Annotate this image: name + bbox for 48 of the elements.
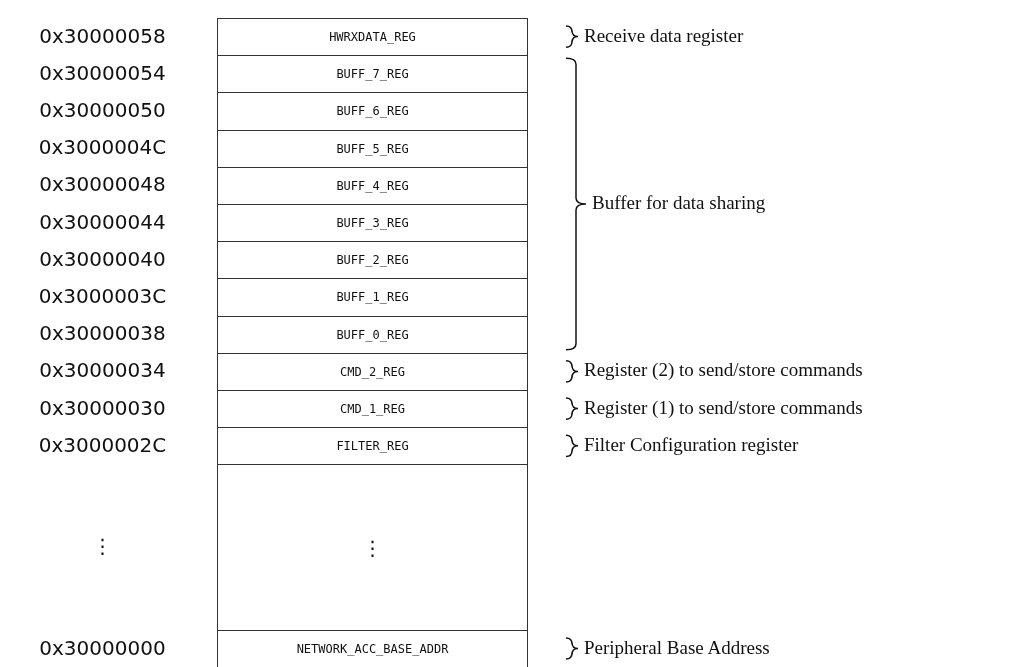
register-name: HWRXDATA_REG: [329, 30, 416, 45]
address-label: 0x30000000: [38, 635, 167, 660]
register-name: FILTER_REG: [336, 439, 409, 454]
register-cell: [217, 55, 528, 94]
register-cell: [217, 427, 528, 466]
description-label: Receive data register: [584, 24, 744, 47]
register-cell: [217, 18, 528, 57]
ellipsis: ⋮: [91, 534, 114, 559]
register-cell: [217, 204, 528, 243]
register-name: BUFF_5_REG: [336, 141, 409, 156]
address-label: 0x30000058: [38, 23, 167, 48]
address-label: 0x30000054: [38, 60, 167, 85]
address-label: 0x30000044: [38, 209, 167, 234]
register-name: BUFF_1_REG: [336, 290, 409, 305]
address-label: 0x30000048: [38, 172, 167, 197]
address-label: 0x30000034: [38, 358, 167, 383]
address-label: 0x3000004C: [37, 135, 168, 160]
register-name: CMD_1_REG: [340, 402, 405, 417]
register-cell: [217, 166, 528, 205]
register-cell: [217, 390, 528, 429]
address-label: 0x30000040: [38, 246, 167, 271]
register-cell: [217, 315, 528, 354]
description-label: Buffer for data sharing: [592, 192, 766, 214]
register-name: BUFF_2_REG: [336, 253, 409, 268]
register-cell: [217, 241, 528, 280]
address-label: 0x3000003C: [37, 284, 168, 308]
register-cell: [217, 278, 528, 317]
register-name: BUFF_3_REG: [336, 216, 409, 231]
register-cell: [217, 352, 528, 391]
register-name: NETWORK_ACC_BASE_ADDR: [296, 642, 449, 656]
description-label: Register (2) to send/store commands: [584, 359, 863, 382]
register-name: BUFF_7_REG: [336, 67, 409, 82]
description-label: Register (1) to send/store commands: [584, 396, 863, 419]
description-label: Peripheral Base Address: [584, 636, 770, 659]
description-label: Filter Configuration register: [584, 433, 799, 456]
register-cell: [217, 129, 528, 168]
register-name: BUFF_6_REG: [336, 104, 409, 119]
address-label: 0x3000002C: [37, 432, 168, 457]
address-label: 0x30000038: [38, 321, 167, 346]
register-cell: [217, 464, 528, 631]
register-name: CMD_2_REG: [340, 364, 405, 379]
address-label: 0x30000030: [38, 395, 167, 420]
address-label: 0x30000050: [38, 98, 167, 122]
register-name: BUFF_4_REG: [336, 178, 409, 193]
ellipsis: ⋮: [362, 535, 383, 560]
register-name: BUFF_0_REG: [336, 327, 409, 342]
register-cell: [217, 630, 528, 667]
register-cell: [217, 92, 528, 131]
